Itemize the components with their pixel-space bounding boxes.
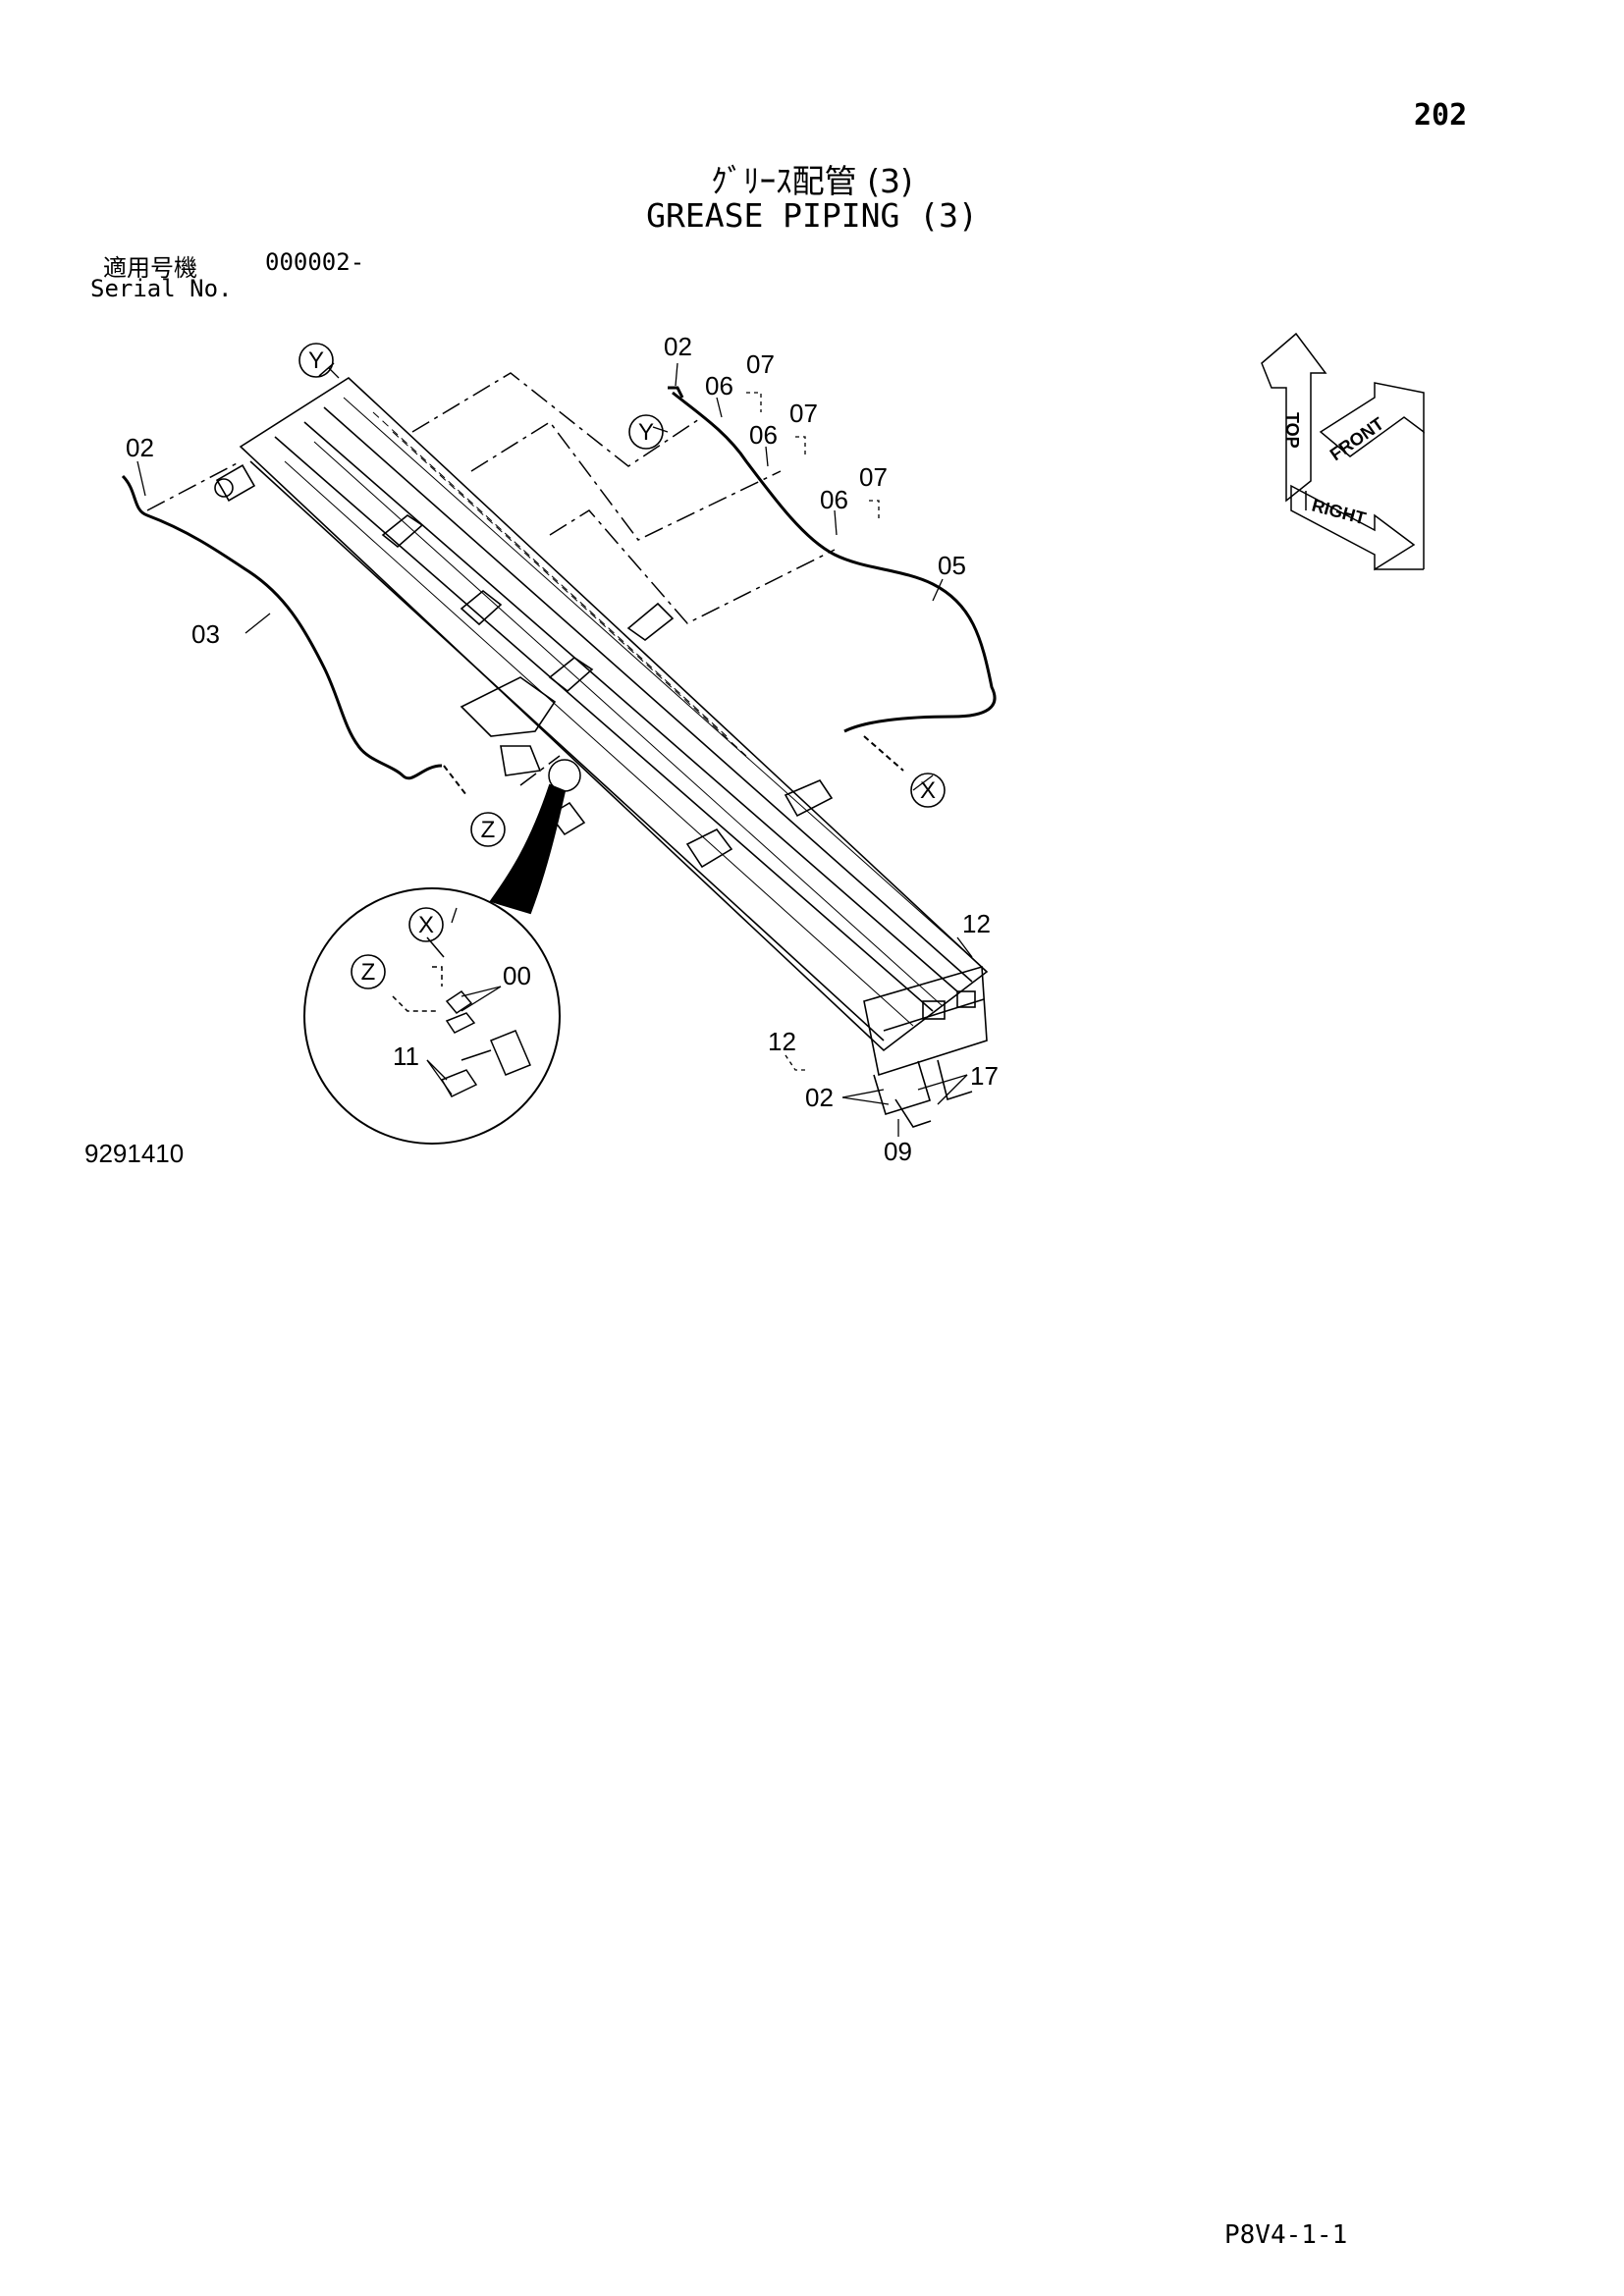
orientation-front-label: FRONT [1326,413,1387,464]
serial-number-value: 000002- [265,248,365,276]
callout-06-b: 06 [749,420,778,450]
reference-letters: Y Y X Z X Z [308,347,936,986]
ref-circle-y-left [298,343,334,378]
ref-x-detail: X [418,912,434,938]
figure-number: 9291410 [84,1139,185,1168]
ref-circle-z-main [470,812,506,847]
ref-circle-x-detail [408,907,444,942]
ref-z-main: Z [481,817,496,843]
ref-y-left: Y [308,347,324,374]
callout-02-left: 02 [126,433,154,462]
ref-y-right: Y [638,419,654,446]
orientation-indicator: TOP FRONT RIGHT [1261,332,1425,571]
ref-circle-z-detail [351,954,386,989]
callout-17: 17 [970,1061,999,1091]
front-arrow-icon [1319,382,1425,457]
callout-00: 00 [503,961,531,990]
callout-11: 11 [393,1041,419,1071]
callout-labels: 02 03 02 06 07 06 07 06 07 05 00 11 12 1… [126,332,999,1166]
serial-label-japanese: 適用号機 [103,254,197,282]
callout-06-c: 06 [820,485,848,514]
boom-assembly [214,376,989,1128]
ref-x-main: X [920,777,936,804]
serial-label-english: Serial No. [90,275,233,302]
callout-12-left: 12 [768,1027,796,1056]
ref-circle-y-right [628,414,664,450]
callout-02-bottom: 02 [805,1083,834,1112]
callout-05: 05 [938,551,966,580]
page-number: 202 [1414,98,1468,133]
document-code: P8V4-1-1 [1224,2220,1348,2250]
ref-circle-x-main [910,773,946,808]
callout-02-top: 02 [664,332,692,361]
ref-z-detail: Z [361,959,376,986]
grease-hoses [121,386,997,780]
callout-12-right: 12 [962,909,991,938]
callout-leaders [136,362,973,1137]
callout-03: 03 [191,619,220,649]
title-english: GREASE PIPING (3) [646,196,978,235]
callout-06-a: 06 [705,371,733,400]
title-japanese: ｸﾞﾘｰｽ配管 (3) [711,162,913,200]
reference-markers [298,343,946,989]
callout-07-a: 07 [746,349,775,379]
top-arrow-icon [1261,332,1327,503]
hose-dashed-ends [443,735,904,796]
callout-09: 09 [884,1137,912,1166]
callout-07-c: 07 [859,462,888,492]
orientation-top-label: TOP [1282,412,1302,449]
orientation-right-label: RIGHT [1310,496,1368,529]
detail-view [303,759,581,1145]
right-arrow-icon [1290,484,1416,571]
callout-07-b: 07 [789,399,818,428]
